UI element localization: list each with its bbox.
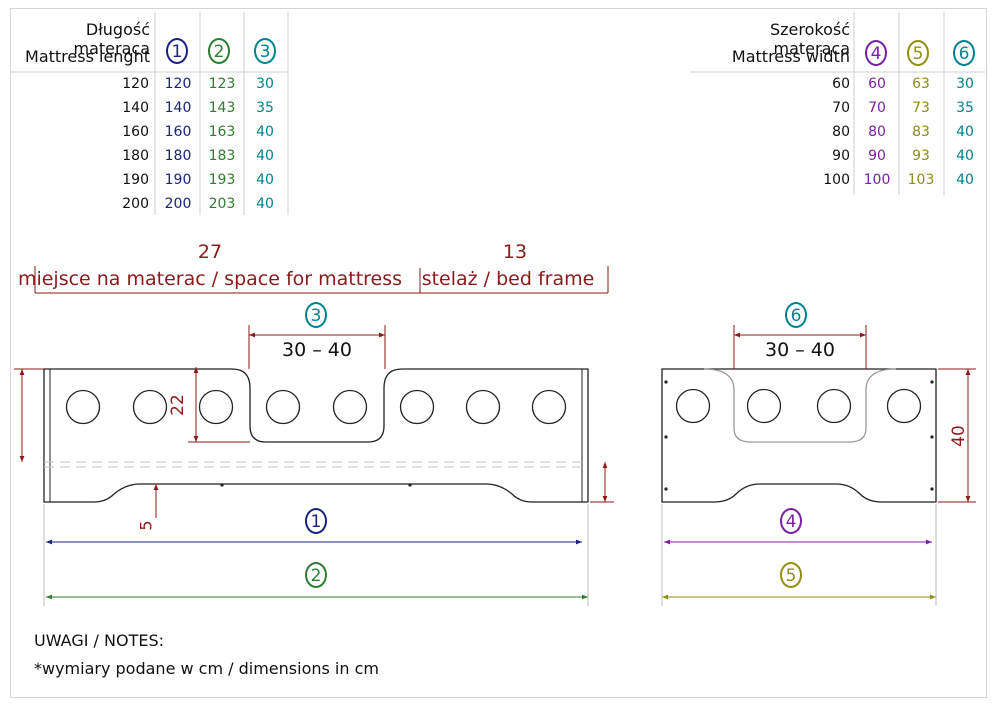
length-header-en: Mattress lenght (25, 47, 150, 66)
width-row-3-col-2: 93 (912, 148, 930, 164)
width-row-3-col-0: 90 (832, 148, 850, 164)
length-row-5-col-2: 203 (208, 196, 236, 212)
width-row-4-col-3: 40 (956, 172, 974, 188)
end-dimensions (733, 325, 976, 503)
length-row-1-col-3: 35 (256, 100, 274, 116)
length-col-marker-3: 3 (254, 38, 276, 64)
length-row-2-col-3: 40 (256, 124, 274, 140)
width-col-marker-4: 4 (865, 40, 887, 66)
side-inner-marker: 1 (305, 508, 327, 534)
length-row-4-col-3: 40 (256, 172, 274, 188)
drawing-sheet (10, 8, 987, 698)
length-row-3-col-0: 180 (122, 148, 149, 164)
width-row-2-col-3: 40 (956, 124, 974, 140)
end-panel-holes (675, 388, 922, 424)
table-grid-lines (10, 12, 985, 215)
length-row-4-col-1: 190 (164, 172, 192, 188)
width-row-3-col-3: 40 (956, 148, 974, 164)
notes-title: UWAGI / NOTES: (34, 631, 164, 650)
end-height: 40 (949, 425, 969, 447)
length-row-0-col-0: 120 (122, 76, 149, 92)
length-row-0-col-2: 123 (208, 76, 236, 92)
space-label: miejsce na materac / space for mattress (17, 268, 403, 290)
end-inner-marker: 4 (780, 508, 802, 534)
length-row-5-col-1: 200 (164, 196, 192, 212)
notes-line: *wymiary podane w cm / dimensions in cm (34, 659, 379, 678)
width-header-en: Mattress width (731, 47, 850, 66)
length-header-pl: Długość materaca (73, 20, 151, 58)
side-dimensions (14, 266, 614, 518)
end-panel (661, 368, 937, 503)
length-row-2-col-0: 160 (122, 124, 149, 140)
width-row-3-col-1: 90 (868, 148, 886, 164)
width-row-0-col-1: 60 (868, 76, 886, 92)
end-cutout-marker: 6 (785, 302, 807, 328)
width-col-marker-6: 6 (953, 40, 975, 66)
length-row-4-col-0: 190 (122, 172, 149, 188)
length-col-marker-1: 1 (166, 38, 188, 64)
width-row-0-col-0: 60 (832, 76, 850, 92)
space-value: 27 (197, 241, 223, 263)
side-panel-holes (65, 389, 567, 425)
width-row-4-col-2: 103 (907, 172, 935, 188)
length-row-3-col-3: 40 (256, 148, 274, 164)
width-row-2-col-1: 80 (868, 124, 886, 140)
length-row-2-col-2: 163 (208, 124, 236, 140)
width-row-0-col-3: 30 (956, 76, 974, 92)
side-cutout-marker: 3 (305, 302, 327, 328)
width-row-1-col-1: 70 (868, 100, 886, 116)
width-header-pl: Szerokość materaca (769, 20, 850, 58)
length-row-4-col-2: 193 (208, 172, 236, 188)
length-row-0-col-1: 120 (164, 76, 192, 92)
length-row-5-col-3: 40 (256, 196, 274, 212)
side-panel (43, 368, 589, 503)
length-col-marker-2: 2 (208, 38, 230, 64)
length-row-0-col-3: 30 (256, 76, 274, 92)
frame-label: stelaż / bed frame (421, 268, 595, 290)
width-row-1-col-3: 35 (956, 100, 974, 116)
width-row-0-col-2: 63 (912, 76, 930, 92)
length-row-1-col-0: 140 (122, 100, 149, 116)
side-cutout-range: 30 – 40 (282, 339, 352, 361)
width-row-2-col-2: 83 (912, 124, 930, 140)
length-row-3-col-1: 180 (164, 148, 192, 164)
length-row-2-col-1: 160 (164, 124, 192, 140)
width-row-4-col-0: 100 (823, 172, 850, 188)
side-cutout-depth: 22 (168, 394, 188, 416)
length-row-1-col-2: 143 (208, 100, 236, 116)
end-outer-marker: 5 (780, 562, 802, 588)
width-row-2-col-0: 80 (832, 124, 850, 140)
width-row-1-col-0: 70 (832, 100, 850, 116)
length-row-3-col-2: 183 (208, 148, 236, 164)
end-cutout-range: 30 – 40 (765, 339, 835, 361)
width-col-marker-5: 5 (907, 40, 929, 66)
side-bottom-depth: 5 (136, 520, 156, 531)
length-row-1-col-1: 140 (164, 100, 192, 116)
frame-value: 13 (502, 241, 528, 263)
width-row-4-col-1: 100 (863, 172, 891, 188)
length-row-5-col-0: 200 (122, 196, 149, 212)
width-row-1-col-2: 73 (912, 100, 930, 116)
side-outer-marker: 2 (305, 562, 327, 588)
